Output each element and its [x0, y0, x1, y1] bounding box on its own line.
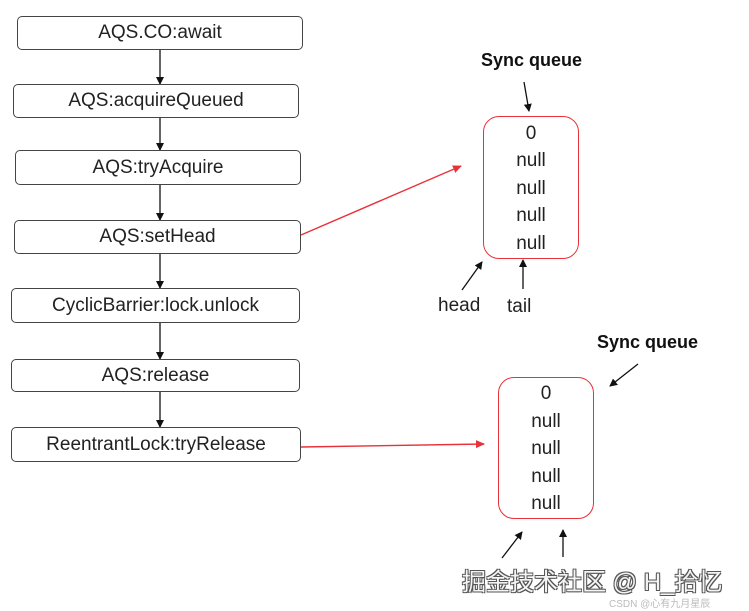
- watermark-sub: CSDN @心有九月星辰: [609, 599, 711, 610]
- queue-1-item: null: [516, 150, 546, 172]
- queue-1-item: null: [516, 177, 546, 199]
- sync-queue-2-title: Sync queue: [597, 332, 699, 352]
- step-cyclicbarrier-unlock: CyclicBarrier:lock.unlock: [11, 288, 300, 323]
- step-set-head: AQS:setHead: [14, 220, 301, 254]
- queue-2-item: 0: [540, 383, 552, 405]
- sync-queue-2: 0 null null null null: [498, 377, 594, 519]
- step-try-release: ReentrantLock:tryRelease: [11, 427, 301, 462]
- queue-2-item: null: [531, 493, 561, 515]
- link-arrow-tryrelease: [300, 440, 485, 449]
- head-1-pointer: [461, 261, 483, 291]
- tail-label: tail: [507, 296, 532, 317]
- sync-queue-2-pointer: [609, 363, 639, 387]
- step-release: AQS:release: [11, 359, 300, 392]
- sync-queue-1-pointer: [523, 81, 532, 112]
- step-await: AQS.CO:await: [17, 16, 303, 50]
- head-2-pointer: [501, 531, 523, 559]
- watermark: 掘金技术社区 @ H_拾忆: [462, 569, 723, 596]
- queue-1-item: null: [516, 232, 546, 254]
- queue-1-item: 0: [525, 122, 537, 144]
- queue-2-item: null: [531, 438, 561, 460]
- queue-2-item: null: [531, 410, 561, 432]
- queue-2-item: null: [531, 465, 561, 487]
- step-try-acquire: AQS:tryAcquire: [15, 150, 301, 185]
- link-arrow-sethead: [300, 165, 462, 236]
- step-acquire-queued: AQS:acquireQueued: [13, 84, 299, 118]
- head-label: head: [438, 295, 481, 316]
- sync-queue-1-title: Sync queue: [481, 50, 583, 70]
- queue-1-item: null: [516, 205, 546, 227]
- sync-queue-1: 0 null null null null: [483, 116, 579, 259]
